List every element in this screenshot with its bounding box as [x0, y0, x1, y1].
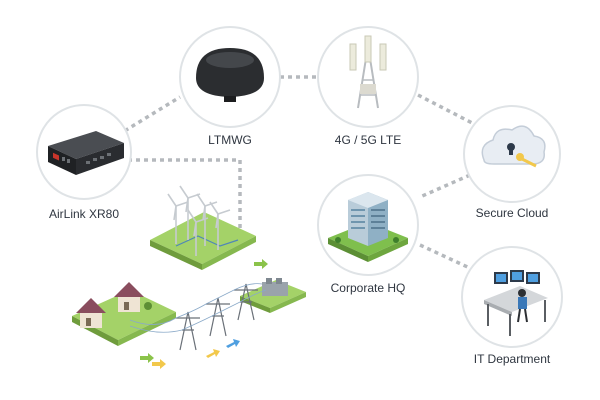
flow-arrow	[152, 359, 166, 369]
router-icon	[48, 131, 124, 175]
connector-hq-it	[419, 243, 475, 272]
node-label-cloud: Secure Cloud	[475, 206, 549, 220]
connectors	[117, 75, 479, 272]
flow-arrow	[254, 259, 268, 269]
substation-platform	[240, 278, 306, 313]
cell-tower-icon	[349, 35, 387, 109]
flow-arrow	[206, 349, 220, 358]
connector-airlink-ltmwg	[117, 95, 181, 137]
house-icon	[76, 282, 152, 328]
node-label-it: IT Department	[473, 352, 551, 366]
flow-arrow	[140, 353, 154, 363]
connector-lte-cloud	[417, 93, 479, 128]
connector-cloud-hq	[419, 173, 471, 199]
node-circle-lte	[317, 26, 419, 128]
node-label-hq: Corporate HQ	[330, 281, 406, 295]
antenna-icon	[196, 48, 264, 102]
node-label-ltmwg: LTMWG	[208, 133, 252, 147]
cloud-lock-icon	[481, 125, 546, 168]
node-label-lte: 4G / 5G LTE	[334, 133, 402, 147]
flow-arrow	[226, 339, 240, 348]
connector-airlink-grid	[128, 158, 242, 230]
office-building-icon	[328, 192, 408, 262]
transmission-towers-icon	[176, 283, 258, 351]
workstation-icon	[484, 270, 548, 336]
power-lines	[129, 283, 267, 333]
flow-arrows	[140, 259, 268, 369]
node-label-airlink: AirLink XR80	[48, 207, 120, 221]
wind-farm-platform	[150, 212, 256, 270]
wind-turbine-icon	[167, 185, 231, 256]
